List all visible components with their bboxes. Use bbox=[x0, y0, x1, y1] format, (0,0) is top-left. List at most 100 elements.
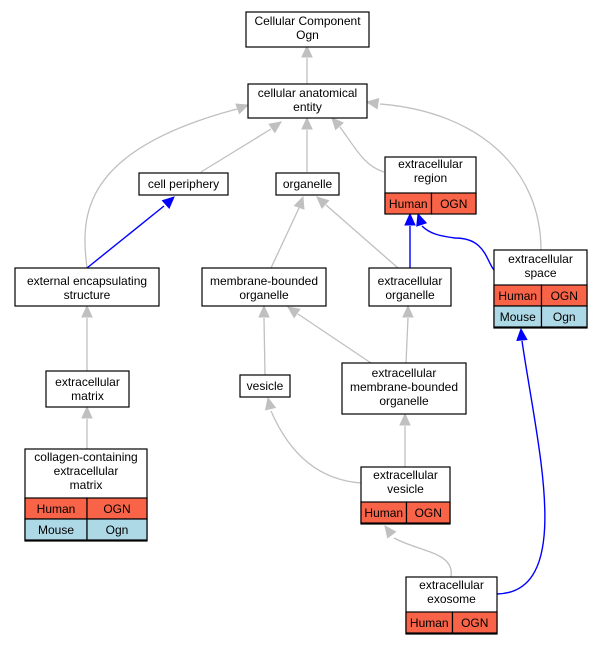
node-box bbox=[45, 370, 130, 408]
node-organelle[interactable]: organelle bbox=[275, 172, 340, 196]
edge-ec-organelle-to-ec-region bbox=[404, 212, 416, 268]
arrowhead-icon bbox=[384, 525, 397, 539]
edge-line bbox=[84, 108, 238, 269]
node-label-line: external encapsulating bbox=[27, 274, 147, 288]
node-label-line: cell periphery bbox=[148, 177, 219, 191]
node-label-line: organelle bbox=[239, 288, 289, 302]
arrowhead-icon bbox=[301, 44, 313, 58]
node-cell-periphery[interactable]: cell periphery bbox=[138, 172, 229, 196]
edge-line bbox=[297, 313, 372, 364]
species-label: Mouse bbox=[500, 310, 536, 324]
node-label-line: entity bbox=[293, 100, 322, 114]
node-label-line: space bbox=[524, 266, 556, 280]
node-box bbox=[368, 267, 452, 307]
node-box bbox=[138, 172, 229, 196]
edge-ext-encap-to-cell-periphery bbox=[86, 196, 175, 269]
node-label-line: membrane-bounded bbox=[350, 380, 458, 394]
gene-label: Ogn bbox=[553, 310, 576, 324]
edge-line bbox=[393, 537, 452, 578]
arrowhead-icon bbox=[258, 304, 270, 318]
edge-ec-vesicle-to-ec-mb-organelle bbox=[399, 412, 411, 467]
edge-mb-organelle-to-organelle bbox=[270, 195, 305, 269]
edge-vesicle-to-mb-organelle bbox=[258, 304, 270, 376]
species-label: Mouse bbox=[38, 523, 74, 537]
species-label: Human bbox=[410, 616, 449, 630]
arrowhead-icon bbox=[416, 212, 428, 227]
species-label: Human bbox=[364, 506, 403, 520]
edge-cae-to-ec-space bbox=[365, 98, 542, 251]
edge-ec-mb-organelle-to-ec-organelle bbox=[402, 304, 414, 364]
node-label-line: extracellular bbox=[372, 366, 437, 380]
node-box bbox=[247, 83, 368, 119]
node-label-line: exosome bbox=[427, 592, 476, 606]
edge-root-to-cae bbox=[301, 44, 313, 84]
edge-line bbox=[263, 317, 266, 376]
edge-ecm-to-ext-encap bbox=[81, 304, 93, 371]
edge-line bbox=[270, 410, 362, 484]
gene-label: OGN bbox=[440, 197, 467, 211]
annotation-row-human: Human OGN bbox=[360, 501, 451, 524]
edge-line bbox=[421, 225, 495, 271]
arrowhead-icon bbox=[399, 412, 411, 426]
node-label-line: extracellular bbox=[373, 468, 438, 482]
edge-line bbox=[325, 204, 399, 269]
node-box bbox=[245, 11, 370, 48]
annotation-row-human: Human OGN bbox=[384, 192, 477, 215]
arrowhead-icon bbox=[81, 405, 93, 419]
node-label-line: Cellular Component bbox=[254, 14, 361, 28]
node-label-line: matrix bbox=[70, 478, 103, 492]
edge-line bbox=[496, 340, 546, 595]
edge-ec-space-to-ec-region bbox=[416, 212, 495, 271]
node-label-line: structure bbox=[64, 288, 111, 302]
arrowhead-icon bbox=[81, 304, 93, 318]
arrowhead-icon bbox=[161, 196, 175, 209]
edge-line bbox=[200, 128, 272, 173]
node-label-line: extracellular bbox=[55, 375, 120, 389]
species-label: Human bbox=[389, 197, 428, 211]
annotation-row-mouse: Mouse Ogn bbox=[493, 305, 588, 328]
arrowhead-icon bbox=[293, 195, 305, 210]
node-label-line: region bbox=[414, 171, 447, 185]
arrowhead-icon bbox=[402, 304, 414, 318]
node-label-line: collagen-containing bbox=[34, 450, 137, 464]
node-box bbox=[341, 362, 467, 415]
edge-line bbox=[86, 205, 165, 269]
edge-line bbox=[270, 207, 300, 269]
arrowhead-icon bbox=[268, 121, 282, 134]
arrowhead-icon bbox=[235, 103, 250, 115]
edge-cae-to-cell-periphery bbox=[200, 121, 282, 173]
node-label-line: organelle bbox=[379, 394, 429, 408]
node-label-line: matrix bbox=[71, 389, 104, 403]
edge-line bbox=[405, 317, 409, 364]
edge-cae-to-ext-encap bbox=[84, 103, 250, 269]
species-label: Human bbox=[498, 289, 537, 303]
node-label-line: extracellular bbox=[419, 578, 484, 592]
gene-label: OGN bbox=[551, 289, 578, 303]
gene-cell bbox=[86, 518, 148, 541]
edge-cae-to-ec-region bbox=[331, 117, 385, 173]
edge-ec-exosome-to-ec-vesicle bbox=[384, 525, 452, 578]
edge-ec-exosome-to-ec-space bbox=[496, 327, 546, 595]
gene-label: OGN bbox=[415, 506, 442, 520]
node-label-line: vesicle bbox=[387, 482, 424, 496]
gene-cell bbox=[405, 501, 451, 524]
edge-line bbox=[379, 103, 542, 251]
gene-cell bbox=[430, 192, 477, 215]
arrowhead-icon bbox=[516, 327, 528, 341]
node-collagen-ecm[interactable]: collagen-containingextracellularmatrixHu… bbox=[24, 448, 148, 542]
node-label-line: extracellular bbox=[378, 274, 443, 288]
node-vesicle[interactable]: vesicle bbox=[239, 374, 291, 398]
